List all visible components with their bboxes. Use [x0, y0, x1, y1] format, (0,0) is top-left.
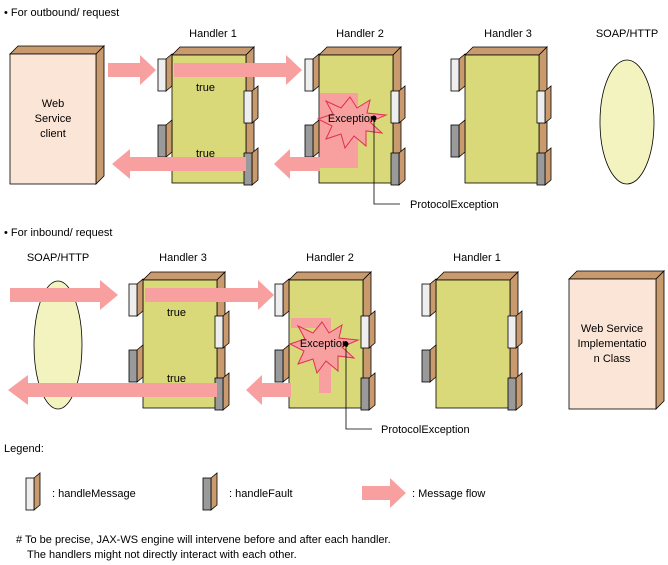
- outbound-arrow-client-to-h1: [108, 55, 156, 85]
- impl-label-3: n Class: [594, 353, 631, 365]
- footnote-line2: The handlers might not directly interact…: [27, 549, 297, 561]
- legend-title: Legend:: [4, 443, 44, 455]
- outbound-true-top: true: [196, 82, 215, 94]
- inbound-arrow-h2-to-h3-back: [246, 375, 291, 405]
- outbound-arrow-h2-to-h1-back: [274, 149, 320, 179]
- outbound-handler2-title: Handler 2: [336, 28, 384, 40]
- inbound-soap-ellipse: [33, 280, 83, 410]
- outbound-arrow-h1-to-h2: [174, 55, 302, 85]
- inbound-soap-title: SOAP/HTTP: [27, 252, 89, 264]
- client-label-1: Web: [42, 98, 64, 110]
- client-label-3: client: [40, 128, 66, 140]
- outbound-heading: • For outbound/ request: [4, 7, 119, 19]
- inbound-handler2-title: Handler 2: [306, 252, 354, 264]
- inbound-arrow-soap-to-h3: [10, 280, 118, 310]
- outbound-exception-label: Exception: [328, 113, 376, 125]
- legend-handle-message: : handleMessage: [52, 488, 136, 500]
- inbound-true-bottom: true: [167, 373, 186, 385]
- legend-handle-fault: : handleFault: [229, 488, 293, 500]
- inbound-true-top: true: [167, 307, 186, 319]
- outbound-handler3-title: Handler 3: [484, 28, 532, 40]
- outbound-protocol-exception: ProtocolException: [410, 199, 499, 211]
- outbound-arrow-h1-to-client-back: [112, 149, 246, 179]
- outbound-exception-burst: [316, 96, 388, 150]
- inbound-handler1-title: Handler 1: [453, 252, 501, 264]
- impl-label-2: Implementatio: [577, 338, 646, 350]
- inbound-exception-label: Exception: [300, 338, 348, 350]
- inbound-protocol-exception: ProtocolException: [381, 424, 470, 436]
- web-service-impl-box: Web Service Implementatio n Class: [568, 270, 665, 410]
- outbound-soap-ellipse: [599, 59, 655, 185]
- footnote-line1: # To be precise, JAX-WS engine will inte…: [16, 534, 391, 546]
- impl-label-1: Web Service: [581, 323, 643, 335]
- legend-handle-fault-icon: [202, 472, 218, 511]
- web-service-client-box: Web Service client: [9, 45, 105, 185]
- outbound-soap-title: SOAP/HTTP: [596, 28, 658, 40]
- inbound-arrow-h3-to-soap-back: [8, 375, 217, 405]
- inbound-handler1: [422, 272, 522, 410]
- inbound-arrow-h2-turn: [291, 318, 329, 328]
- outbound-true-bottom: true: [196, 148, 215, 160]
- inbound-exception-burst: [288, 321, 360, 375]
- outbound-handler1-title: Handler 1: [189, 28, 237, 40]
- legend-message-flow: : Message flow: [412, 488, 485, 500]
- inbound-arrow-h3-to-h2: [145, 280, 274, 310]
- outbound-handler3: [451, 47, 551, 185]
- inbound-heading: • For inbound/ request: [4, 227, 112, 239]
- legend-message-flow-arrow: [362, 478, 406, 508]
- inbound-handler3-title: Handler 3: [159, 252, 207, 264]
- legend-handle-message-icon: [25, 472, 41, 511]
- client-label-2: Service: [35, 113, 72, 125]
